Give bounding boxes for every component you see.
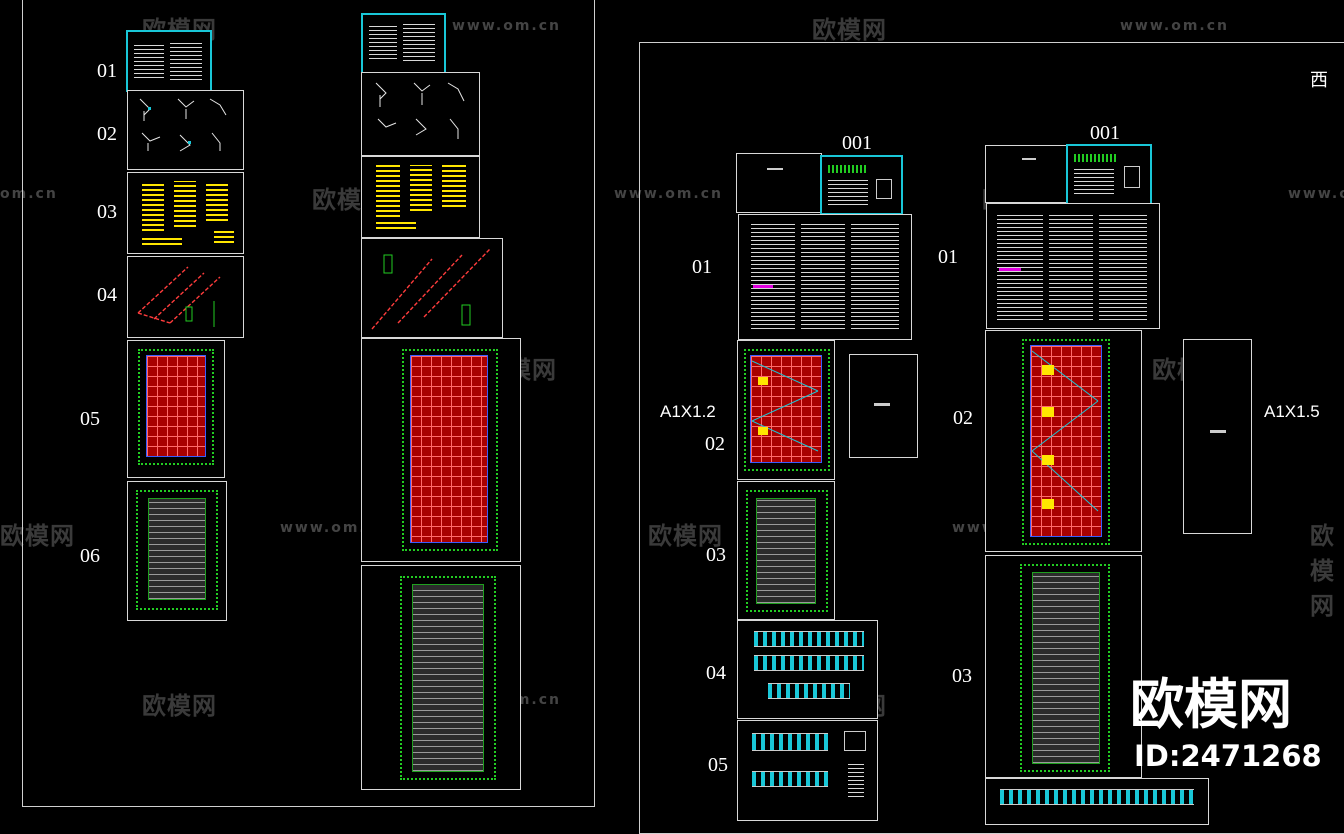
drawing-sheet-plan-red-b2[interactable]	[985, 330, 1142, 552]
detail-sketches	[139, 98, 227, 152]
sheet-label-02: 02	[97, 123, 117, 145]
watermark-url: www.om.cn	[1120, 18, 1230, 34]
sheet-label-001-b: 001	[1090, 122, 1120, 144]
scale-label-b: A1X1.5	[1264, 402, 1320, 421]
watermark-url: www.om.cn	[614, 186, 724, 202]
edge-character: 西	[1310, 70, 1328, 91]
sheet-label-03: 03	[97, 201, 117, 223]
sheet-label-01: 01	[97, 60, 117, 82]
watermark-brand: 欧模网	[812, 16, 887, 44]
brand-logo: 欧模网	[1130, 673, 1292, 736]
sheet-label-b03: 03	[952, 665, 972, 687]
drawing-sheet-plan-gray-b[interactable]	[361, 565, 521, 790]
drawing-sheet-isometric[interactable]	[127, 256, 244, 338]
drawing-sheet-section-a[interactable]	[737, 720, 878, 821]
sheet-label-05: 05	[80, 408, 100, 430]
sheet-label-b02: 02	[953, 407, 973, 429]
left-layout-frame	[22, 0, 595, 807]
drawing-sheet-notes-b2[interactable]	[986, 203, 1160, 329]
detail-sketches	[375, 82, 465, 139]
watermark-url: www.om.cn	[1288, 186, 1344, 202]
drawing-sheet-notes-yellow-b[interactable]	[361, 156, 480, 238]
watermark-url: om.cn	[0, 186, 58, 202]
drawing-sheet-details-b[interactable]	[361, 72, 480, 156]
drawing-sheet-notes-a[interactable]	[738, 214, 912, 340]
sheet-label-b01: 01	[938, 246, 958, 268]
drawing-sheet-blank-b[interactable]	[985, 145, 1068, 203]
watermark-brand: 欧模网	[1310, 522, 1335, 620]
drawing-sheet-plan-gray[interactable]	[127, 481, 227, 621]
drawing-sheet-elevation-a[interactable]	[737, 620, 878, 719]
drawing-sheet-cover[interactable]	[126, 30, 212, 92]
drawing-sheet-plan-red[interactable]	[127, 340, 225, 478]
drawing-sheet-legend-a[interactable]	[849, 354, 918, 458]
drawing-sheet-plan-red-a[interactable]	[737, 340, 835, 480]
watermark-url: www.om.cn	[452, 18, 562, 34]
watermark-brand: 欧模网	[142, 692, 217, 720]
drawing-sheet-plan-red-b[interactable]	[361, 338, 521, 562]
sheet-label-06: 06	[80, 545, 100, 567]
sheet-label-04: 04	[97, 284, 117, 306]
scale-label-a: A1X1.2	[660, 402, 716, 421]
watermark-brand: 欧模网	[648, 522, 723, 550]
drawing-sheet-plan-gray-b2[interactable]	[985, 555, 1142, 778]
drawing-sheet-plan-gray-a[interactable]	[737, 481, 835, 620]
sheet-label-a02: 02	[705, 433, 725, 455]
sheet-label-001: 001	[842, 132, 872, 154]
drawing-sheet-isometric-b[interactable]	[361, 238, 503, 338]
drawing-sheet-legend-b2[interactable]	[1183, 339, 1252, 534]
drawing-sheet-elevation-b2[interactable]	[985, 778, 1209, 825]
drawing-sheet-cover-b2[interactable]	[1066, 144, 1152, 205]
sheet-label-a05: 05	[708, 754, 728, 776]
watermark-brand: 欧模网	[0, 522, 75, 550]
watermark-url: www.om.cn	[280, 520, 390, 536]
sheet-label-a04: 04	[706, 662, 726, 684]
sheet-label-a01: 01	[692, 256, 712, 278]
sheet-label-a03: 03	[706, 544, 726, 566]
drawing-sheet-cover-a[interactable]	[820, 155, 903, 215]
drawing-sheet-blank-a[interactable]	[736, 153, 822, 213]
drawing-sheet-notes-yellow[interactable]	[127, 172, 244, 254]
drawing-sheet-details[interactable]	[127, 90, 244, 170]
brand-id: ID:2471268	[1134, 739, 1322, 773]
isometric-piping	[371, 248, 491, 330]
drawing-sheet-cover-b[interactable]	[361, 13, 446, 74]
isometric-piping	[137, 266, 221, 327]
